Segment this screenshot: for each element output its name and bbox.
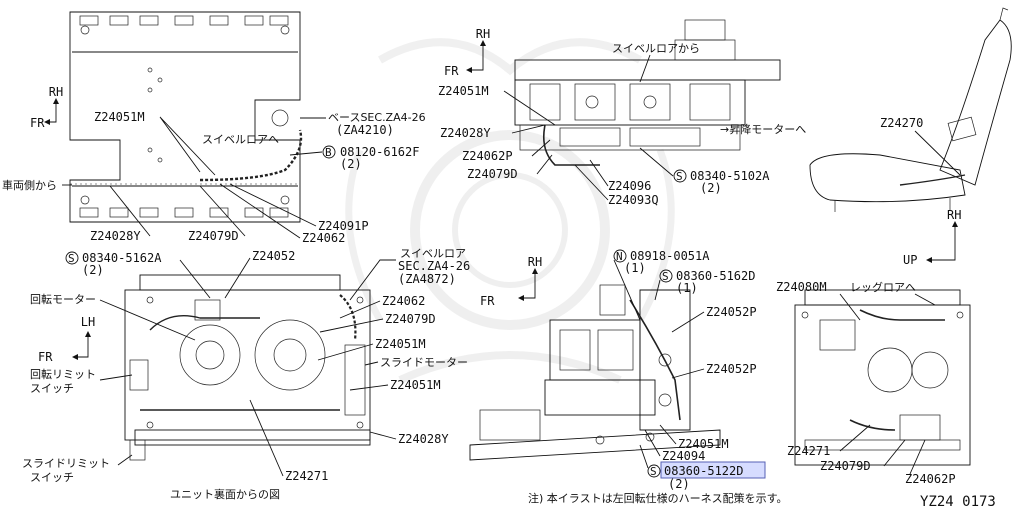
bottom-right-callouts: Z24080M レッグロアへ Z24271 Z24079D Z24062P	[776, 280, 956, 486]
label-z24051m: Z24051M	[94, 110, 145, 124]
icon-s-circle: S	[676, 170, 683, 183]
label-rh: RH	[476, 27, 490, 41]
watermark-emblem	[345, 38, 675, 384]
label-z24051m: Z24051M	[678, 437, 729, 451]
label-z24093q: Z24093Q	[608, 193, 659, 207]
direction-indicator-bottom-left: LH FR	[38, 315, 95, 364]
label-to-leg-lower: レッグロアへ	[850, 280, 916, 294]
label-up: UP	[903, 253, 917, 267]
seat-illustration	[809, 7, 1012, 212]
label-z24062p: Z24062P	[462, 149, 513, 163]
side-view-mechanism	[514, 19, 781, 166]
label-fr: FR	[480, 294, 495, 308]
label-z24079d: Z24079D	[188, 229, 239, 243]
caption-unit-underside: ユニット裏面からの図	[170, 487, 280, 501]
label-fr: FR	[30, 116, 45, 130]
direction-indicator-top-left: RH FR	[30, 85, 63, 130]
leader-z24270	[914, 130, 961, 176]
direction-indicator-bottom-mid: RH FR	[480, 255, 542, 308]
label-z24062: Z24062	[302, 231, 345, 245]
label-swivel-lower: スイベルロア	[400, 247, 466, 260]
base-plate-view	[69, 11, 303, 223]
label-z24270: Z24270	[880, 116, 923, 130]
label-s-part: 08340-5102A	[690, 169, 770, 183]
label-s-part: 08340-5162A	[82, 251, 162, 265]
label-z24051m: Z24051M	[438, 84, 489, 98]
label-swivel-lower-from: スイベルロアから	[612, 42, 700, 55]
unit-underside-view	[124, 274, 371, 461]
label-lh: LH	[81, 315, 95, 329]
label-rh: RH	[947, 208, 961, 222]
label-slide-limit: スライドリミット	[22, 457, 110, 470]
diagram-code: YZ24 0173	[920, 494, 996, 510]
label-z24079d: Z24079D	[385, 312, 436, 326]
bottom-mid-callouts: N 08918-0051A (1) S 08360-5162D (1) Z240…	[613, 249, 766, 491]
icon-n-circle: N	[616, 250, 623, 263]
label-z24028y: Z24028Y	[440, 126, 491, 140]
label-z24052p-b: Z24052P	[706, 362, 757, 376]
label-z24096: Z24096	[608, 179, 651, 193]
top-mid-callouts: スイベルロアから Z24051M Z24028Y Z24062P Z24079D…	[438, 42, 806, 207]
label-b-qty: (2)	[340, 157, 362, 171]
label-swivel-sec-code: (ZA4872)	[398, 272, 456, 286]
label-fr: FR	[444, 64, 459, 78]
label-z24051m-a: Z24051M	[375, 337, 426, 351]
label-z24052: Z24052	[252, 249, 295, 263]
direction-indicator-bottom-right: RH UP	[903, 208, 961, 267]
label-z24271: Z24271	[285, 469, 328, 483]
label-n-part: 08918-0051A	[630, 249, 710, 263]
top-left-callouts: Z24051M ベースSEC.ZA4-26 (ZA4210) スイベルロアへ B…	[2, 110, 426, 245]
label-z24271: Z24271	[787, 444, 830, 458]
highlight-box	[660, 461, 766, 479]
label-swivel-lower-to: スイベルロアへ	[202, 133, 279, 146]
label-to-lift-motor: →昇降モーターへ	[720, 122, 806, 136]
label-rh: RH	[528, 255, 542, 269]
label-s-qty-1: (1)	[676, 281, 698, 295]
label-z24062: Z24062	[382, 294, 425, 308]
label-vehicle-side: 車両側から	[2, 178, 57, 192]
label-base-sec: ベースSEC.ZA4-26	[328, 111, 426, 124]
label-z24062p: Z24062P	[905, 472, 956, 486]
label-swivel-sec: SEC.ZA4-26	[398, 259, 470, 273]
label-z24052p-a: Z24052P	[706, 305, 757, 319]
label-z24028y: Z24028Y	[398, 432, 449, 446]
note-text: 注) 本イラストは左回転仕様のハーネス配策を示す。	[528, 491, 787, 505]
label-z24080m: Z24080M	[776, 280, 827, 294]
label-rotation-limit-switch: スイッチ	[30, 382, 74, 395]
icon-b-circle: B	[325, 146, 332, 159]
label-z24051m-b: Z24051M	[390, 378, 441, 392]
icon-s-circle: S	[662, 270, 669, 283]
label-z24079d: Z24079D	[820, 459, 871, 473]
label-n-qty: (1)	[624, 261, 646, 275]
front-frame-view	[794, 289, 971, 466]
icon-s-circle-2: S	[650, 465, 657, 478]
direction-indicator-top-mid: RH FR	[444, 27, 490, 78]
label-rotation-motor: 回転モーター	[30, 293, 96, 306]
label-fr: FR	[38, 350, 53, 364]
icon-s-circle: S	[68, 252, 75, 265]
label-z24028y: Z24028Y	[90, 229, 141, 243]
label-s-qty: (2)	[82, 263, 104, 277]
label-rh: RH	[49, 85, 63, 99]
label-z24094: Z24094	[662, 449, 705, 463]
label-s-qty-2: (2)	[668, 477, 690, 491]
bottom-left-callouts: S 08340-5162A (2) Z24052 スイベルロア SEC.ZA4-…	[22, 247, 470, 501]
label-b-part: 08120-6162F	[340, 145, 419, 159]
label-slide-limit-switch: スイッチ	[30, 471, 74, 484]
label-z24091p: Z24091P	[318, 219, 369, 233]
label-s-part-1: 08360-5162D	[676, 269, 755, 283]
label-s-part-2: 08360-5122D	[664, 464, 743, 478]
label-s-qty: (2)	[700, 181, 722, 195]
label-slide-motor: スライドモーター	[380, 356, 468, 369]
label-base-sec-code: (ZA4210)	[336, 123, 394, 137]
label-rotation-limit: 回転リミット	[30, 368, 96, 381]
label-z24079d: Z24079D	[467, 167, 518, 181]
